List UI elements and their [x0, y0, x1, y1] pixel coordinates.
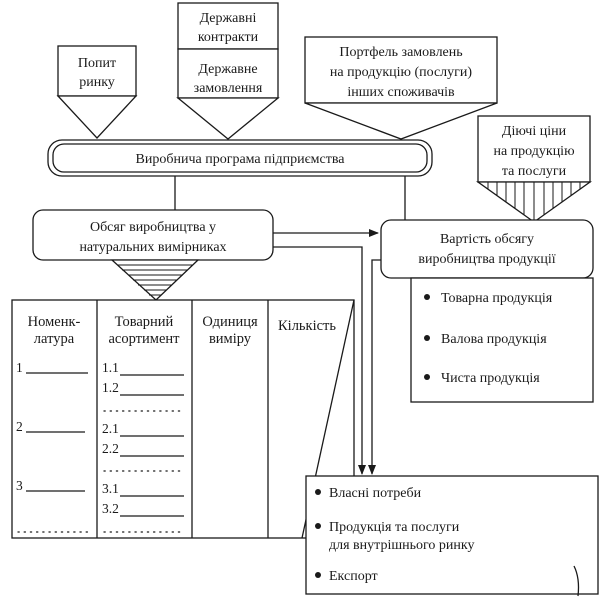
scan-artifact — [573, 565, 580, 597]
header-quantity: Кількість — [278, 318, 336, 334]
volume-natural-line1: Обсяг виробництва у — [90, 220, 216, 235]
bullet-icon — [424, 335, 430, 341]
state-contracts-box — [177, 2, 279, 50]
other-orders-pointer — [304, 102, 498, 140]
state-order-box — [177, 48, 279, 99]
assortment-item: 3.1 — [102, 481, 119, 496]
destination-domestic-line2: для внутрішнього ринку — [329, 538, 474, 553]
other-orders-line3: інших споживачів — [347, 85, 455, 100]
prices-line2: на продукцію — [493, 144, 574, 159]
bullet-icon — [315, 489, 321, 495]
volume-natural-units: Обсяг виробництва у натуральних вимірник… — [32, 209, 274, 261]
input-market-demand: Попит ринку — [56, 45, 138, 139]
value-types-box: Товарна продукція Валова продукція Чиста… — [410, 277, 594, 403]
production-program-label: Виробнича програма підприємства — [136, 152, 346, 167]
nomenclature-item: 2 — [16, 419, 23, 434]
arrow-value-to-destinations — [368, 259, 381, 475]
input-other-orders: Портфель замовлень на продукцію (послуги… — [304, 36, 498, 140]
prices-pointer-hatching — [487, 182, 581, 221]
prices-line1: Діючі ціни — [502, 124, 567, 139]
assortment-item: 3.2 — [102, 501, 119, 516]
other-orders-line2: на продукцію (послуги) — [330, 65, 472, 80]
natural-volume-pointer — [110, 259, 200, 301]
header-unit-line1: Одиниця — [202, 314, 258, 330]
other-orders-line1: Портфель замовлень — [339, 45, 462, 60]
header-nomenclature-line2: латура — [34, 331, 75, 347]
volume-value: Вартість обсягу виробництва продукції — [380, 219, 594, 279]
destination-export: Експорт — [329, 569, 378, 584]
state-order-pointer — [176, 97, 280, 140]
market-demand-line2: ринку — [79, 75, 115, 90]
assortment-item: 1.2 — [102, 380, 119, 395]
volume-value-line2: виробництва продукції — [418, 252, 555, 267]
bullet-icon — [424, 374, 430, 380]
state-order-line2: замовлення — [194, 81, 263, 96]
destination-domestic-line1: Продукція та послуги — [329, 520, 460, 535]
arrow-natural-to-destinations — [273, 246, 366, 475]
nomenclature-item: 3 — [16, 478, 23, 493]
prices-line3: та послуги — [502, 164, 567, 179]
state-contracts-line1: Державні — [200, 11, 257, 26]
header-assortment-line1: Товарний — [115, 314, 174, 330]
assortment-item: 1.1 — [102, 360, 119, 375]
bullet-icon — [424, 294, 430, 300]
bullet-icon — [315, 572, 321, 578]
input-prices: Діючі ціни на продукцію та послуги — [475, 115, 593, 223]
destination-own-needs: Власні потреби — [329, 486, 422, 501]
header-unit-line2: виміру — [209, 331, 252, 347]
volume-natural-line2: натуральних вимірниках — [79, 240, 226, 255]
assortment-table: Номенк- латура Товарний асортимент Одини… — [11, 299, 355, 539]
value-type-2: Валова продукція — [441, 332, 547, 347]
state-order-line1: Державне — [198, 62, 257, 77]
bullet-icon — [315, 523, 321, 529]
header-assortment-line2: асортимент — [109, 331, 181, 347]
market-demand-line1: Попит — [78, 56, 116, 71]
value-type-3: Чиста продукція — [441, 371, 540, 386]
assortment-item: 2.2 — [102, 441, 119, 456]
volume-value-line1: Вартість обсягу — [440, 232, 534, 247]
market-demand-pointer — [56, 95, 138, 139]
value-type-1: Товарна продукція — [441, 291, 553, 306]
assortment-item: 2.1 — [102, 421, 119, 436]
destinations-box: Власні потреби Продукція та послуги для … — [305, 475, 599, 595]
input-state-orders: Державні контракти Державне замовлення — [176, 2, 280, 140]
nomenclature-item: 1 — [16, 360, 23, 375]
production-program: Виробнича програма підприємства — [47, 139, 433, 177]
state-contracts-line2: контракти — [198, 30, 259, 45]
header-nomenclature-line1: Номенк- — [28, 314, 81, 330]
